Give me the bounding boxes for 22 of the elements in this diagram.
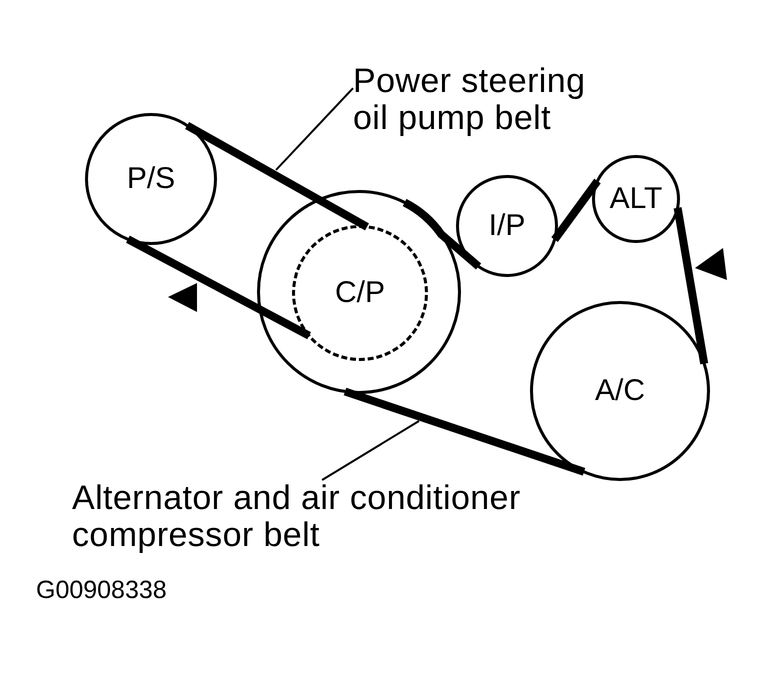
figure-code: G00908338 [36, 576, 167, 604]
leader-line [275, 88, 354, 171]
pulley [257, 190, 461, 394]
callout-text: Power steering oil pump belt [353, 63, 593, 137]
pulley [292, 225, 428, 361]
belt [126, 236, 311, 340]
belt [185, 122, 369, 230]
callout-text: Alternator and air conditioner compressor belt [72, 480, 530, 554]
pulley [530, 301, 710, 481]
belt [551, 178, 601, 242]
belt [402, 199, 482, 270]
pulley [592, 155, 680, 243]
pulley-label: P/S [126, 163, 176, 195]
pulley-label: ALT [610, 183, 662, 215]
belt [344, 388, 586, 476]
pulley-label: C/P [334, 277, 385, 309]
pulley-label: A/C [594, 375, 645, 407]
leader-line [322, 420, 420, 481]
pulley [456, 175, 558, 277]
pulley-label: I/P [488, 210, 526, 242]
pulley [85, 113, 217, 245]
belt [674, 207, 708, 364]
